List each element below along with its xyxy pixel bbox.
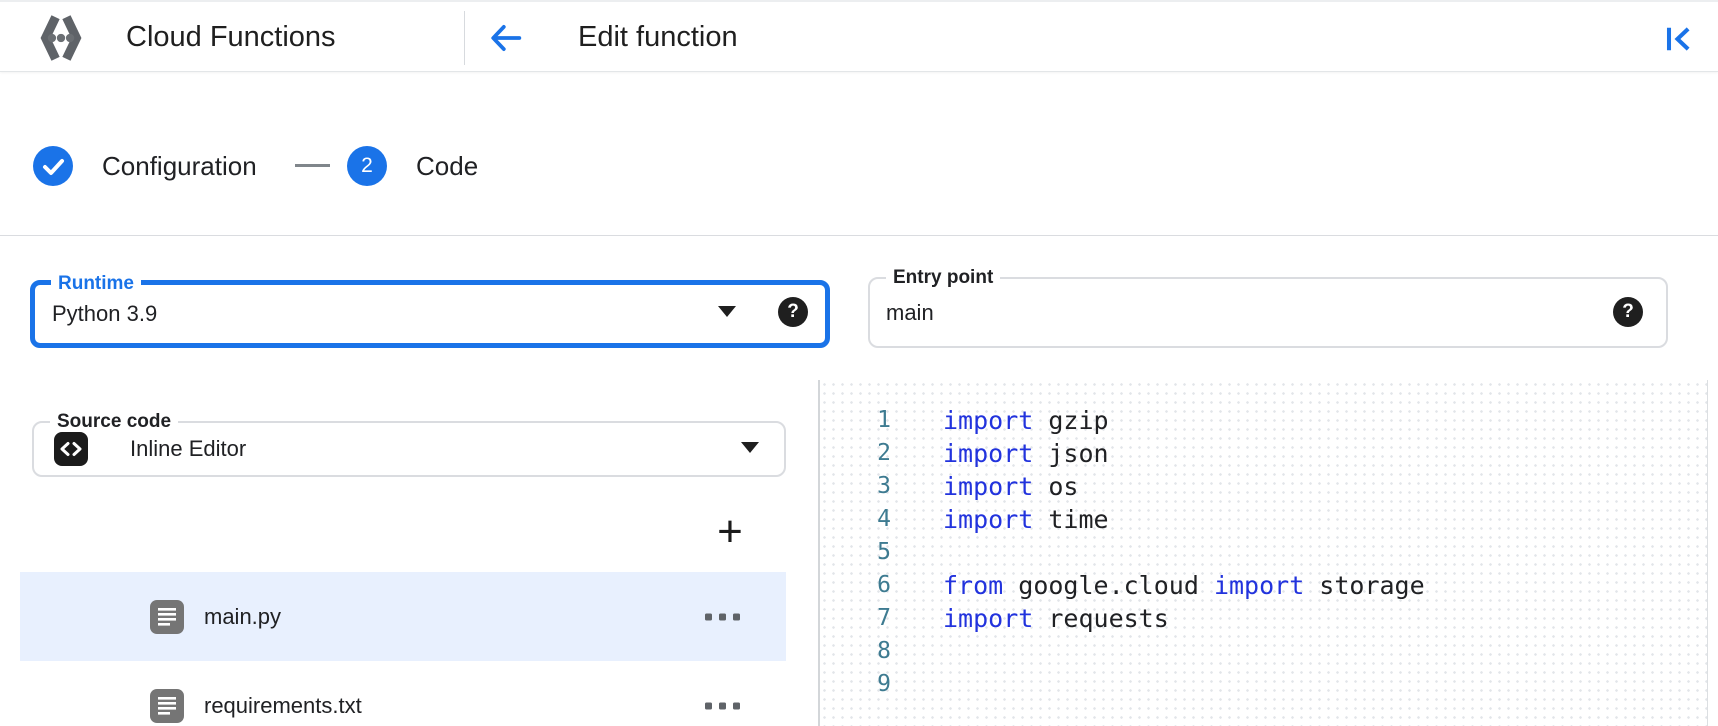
file-name: main.py <box>204 603 282 629</box>
code-text <box>891 668 943 701</box>
page-title: Edit function <box>578 20 738 53</box>
step-configuration-indicator[interactable] <box>33 146 73 186</box>
app-header: Cloud Functions Edit function <box>0 0 1718 72</box>
code-line[interactable]: 6 from google.cloud import storage <box>820 569 1707 602</box>
file-menu-icon[interactable] <box>705 613 740 620</box>
code-text: import time <box>943 505 1109 534</box>
line-number: 1 <box>877 407 891 433</box>
code-text <box>891 536 943 569</box>
entry-point-value: main <box>886 299 934 325</box>
code-text: from google.cloud import storage <box>943 571 1425 600</box>
line-number: 7 <box>877 605 891 631</box>
line-number: 9 <box>877 671 891 697</box>
code-line[interactable]: 3 import os <box>820 470 1707 503</box>
source-code-label: Source code <box>50 411 179 433</box>
file-row-main-py[interactable]: main.py <box>20 572 786 661</box>
entry-point-field[interactable]: Entry point main ? <box>868 267 1668 348</box>
entry-point-help-icon[interactable]: ? <box>1613 297 1643 327</box>
code-line[interactable]: 2 import json <box>820 437 1707 470</box>
cloud-functions-logo-icon <box>40 15 82 61</box>
source-code-value: Inline Editor <box>130 436 247 461</box>
step-code-indicator[interactable]: 2 <box>347 146 387 186</box>
line-number: 3 <box>877 473 891 499</box>
code-line[interactable]: 9 <box>820 668 1707 701</box>
check-icon <box>43 159 64 175</box>
code-text: import requests <box>943 604 1169 633</box>
step-configuration-label[interactable]: Configuration <box>102 150 257 181</box>
code-text <box>891 635 943 668</box>
code-line[interactable]: 8 <box>820 635 1707 668</box>
dropdown-arrow-icon <box>741 442 759 453</box>
code-line[interactable]: 7 import requests <box>820 602 1707 635</box>
code-line[interactable]: 1 import gzip <box>820 404 1707 437</box>
line-number: 6 <box>877 572 891 598</box>
line-number: 5 <box>877 539 891 565</box>
step-code-label[interactable]: Code <box>416 150 479 181</box>
file-icon <box>150 688 184 723</box>
runtime-help-icon[interactable]: ? <box>778 297 808 327</box>
entry-point-label: Entry point <box>886 267 1001 289</box>
file-row-requirements-txt[interactable]: requirements.txt <box>20 661 786 726</box>
code-line[interactable]: 4 import time <box>820 503 1707 536</box>
add-file-button[interactable]: + <box>717 507 743 556</box>
file-icon <box>150 599 184 634</box>
line-number: 8 <box>877 638 891 664</box>
code-text: import os <box>943 472 1079 501</box>
line-number: 2 <box>877 440 891 466</box>
collapse-panel-icon[interactable] <box>1660 21 1696 57</box>
file-menu-icon[interactable] <box>705 702 740 709</box>
section-divider <box>0 235 1718 236</box>
runtime-select[interactable]: Runtime Python 3.9 ? <box>30 273 830 348</box>
runtime-label: Runtime <box>51 273 141 295</box>
line-number: 4 <box>877 506 891 532</box>
product-name: Cloud Functions <box>126 20 336 53</box>
code-text: import gzip <box>943 406 1109 435</box>
stepper-connector <box>295 164 330 167</box>
back-arrow-icon[interactable] <box>486 18 526 58</box>
dropdown-arrow-icon <box>718 306 736 317</box>
file-name: requirements.txt <box>204 692 362 718</box>
header-divider <box>464 11 465 65</box>
code-editor[interactable]: 1 import gzip 2 import json 3 import os 4 impor… <box>818 380 1708 726</box>
code-text: import json <box>943 439 1109 468</box>
code-line[interactable]: 5 <box>820 536 1707 569</box>
runtime-value: Python 3.9 <box>52 301 158 326</box>
source-code-select[interactable]: Source code Inline Editor <box>32 411 786 477</box>
code-icon <box>54 432 88 466</box>
